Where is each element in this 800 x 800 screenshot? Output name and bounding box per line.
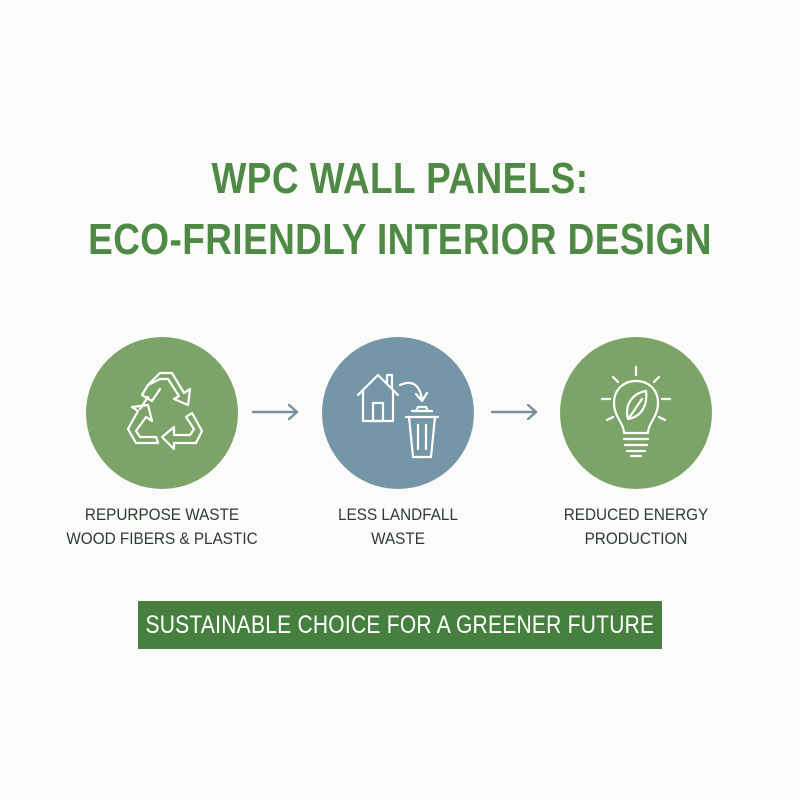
caption-line: REPURPOSE WASTE — [84, 505, 240, 524]
caption-line: LESS LANDFALL — [338, 505, 458, 524]
caption-line: WOOD FIBERS & PLASTIC — [66, 529, 258, 548]
recycle-icon — [126, 371, 204, 451]
caption-line: REDUCED ENERGY — [563, 505, 709, 524]
arrow-right-icon — [251, 403, 299, 421]
step-circle-landfill — [322, 337, 474, 489]
eco-lightbulb-icon — [600, 365, 672, 458]
caption-line: PRODUCTION — [584, 529, 688, 548]
tagline-text: SUSTAINABLE CHOICE FOR A GREENER FUTURE — [145, 610, 655, 639]
title-line-2: ECO-FRIENDLY INTERIOR DESIGN — [88, 215, 712, 264]
house-to-trash-icon — [356, 373, 440, 459]
caption-line: WASTE — [371, 529, 425, 548]
tagline-banner: SUSTAINABLE CHOICE FOR A GREENER FUTURE — [138, 601, 662, 649]
step-circle-recycle — [86, 337, 238, 489]
step-caption-landfill: LESS LANDFALL WASTE — [290, 503, 506, 551]
step-caption-energy: REDUCED ENERGY PRODUCTION — [528, 503, 744, 551]
arrow-right-icon — [490, 403, 538, 421]
step-caption-repurpose: REPURPOSE WASTE WOOD FIBERS & PLASTIC — [54, 503, 270, 551]
step-circle-energy — [560, 337, 712, 489]
title-line-1: WPC WALL PANELS: — [211, 154, 589, 203]
